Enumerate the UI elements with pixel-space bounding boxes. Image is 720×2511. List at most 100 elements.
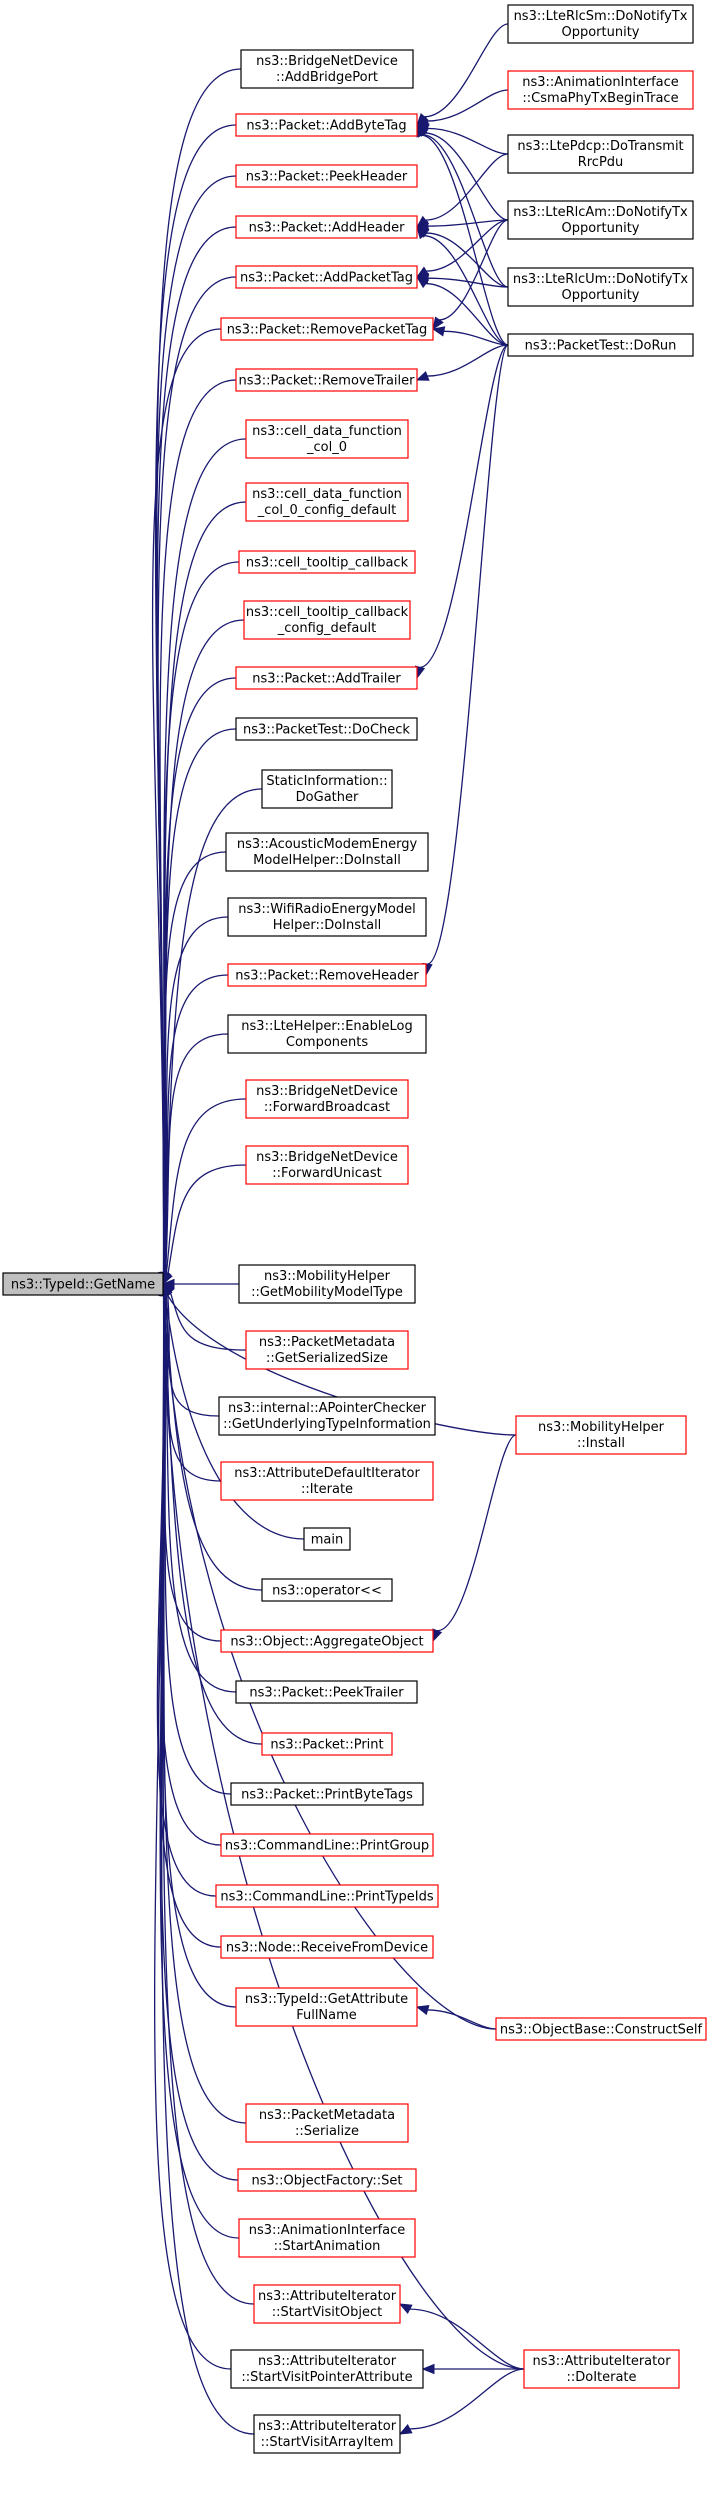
node-packet-metadata-size[interactable]: ns3::PacketMetadata::GetSerializedSize [245, 1330, 409, 1370]
node-box [237, 2168, 417, 2192]
call-edge [421, 134, 509, 346]
node-apointer-checker[interactable]: ns3::internal::APointerChecker::GetUnder… [218, 1396, 436, 1436]
node-packet-add-packet-tag[interactable]: ns3::Packet::AddPacketTag [235, 265, 418, 289]
node-label: ns3::LteHelper::EnableLog [241, 1019, 412, 1034]
node-attr-iter-visit-object[interactable]: ns3::AttributeIterator::StartVisitObject [253, 2284, 401, 2324]
call-edge [427, 344, 509, 965]
node-attr-iter-visit-array[interactable]: ns3::AttributeIterator::StartVisitArrayI… [253, 2414, 401, 2454]
node-label: ns3::AnimationInterface [522, 75, 679, 90]
call-edge [163, 1294, 237, 1693]
call-edge [163, 1294, 232, 1795]
node-acoustic-doinstall[interactable]: ns3::AcousticModemEnergyModelHelper::DoI… [225, 832, 429, 872]
node-anim-start[interactable]: ns3::AnimationInterface::StartAnimation [238, 2218, 416, 2258]
node-operator-lshift[interactable]: ns3::operator<< [261, 1578, 393, 1602]
node-label: ::StartVisitPointerAttribute [241, 2370, 412, 2385]
node-box [495, 2017, 707, 2041]
node-label: ns3::MobilityHelper [538, 1420, 665, 1435]
edge-arrowhead [431, 326, 446, 337]
node-label: ns3::AttributeIterator [532, 2354, 671, 2369]
node-anim-csma-phy[interactable]: ns3::AnimationInterface::CsmaPhyTxBeginT… [507, 70, 694, 110]
node-main[interactable]: main [303, 1527, 351, 1551]
node-label: ns3::AttributeDefaultIterator [234, 1466, 420, 1481]
node-cell-data-col0-config[interactable]: ns3::cell_data_function_col_0_config_def… [245, 482, 409, 522]
node-box [303, 1527, 351, 1551]
node-attr-default-iterate[interactable]: ns3::AttributeDefaultIterator::Iterate [220, 1461, 434, 1501]
node-bridge-add-port[interactable]: ns3::BridgeNetDevice::AddBridgePort [240, 49, 414, 89]
node-mobility-get-type[interactable]: ns3::MobilityHelper::GetMobilityModelTyp… [238, 1264, 416, 1304]
node-box [261, 1732, 393, 1756]
call-edge [427, 89, 509, 122]
call-edge [156, 226, 237, 1274]
node-object-aggregate[interactable]: ns3::Object::AggregateObject [220, 1629, 434, 1653]
node-cmdline-print-typeids[interactable]: ns3::CommandLine::PrintTypeIds [215, 1884, 439, 1908]
node-packet-add-byte-tag[interactable]: ns3::Packet::AddByteTag [235, 113, 418, 137]
node-label: ns3::AttributeIterator [258, 2354, 397, 2369]
node-packettest-docheck[interactable]: ns3::PacketTest::DoCheck [235, 717, 418, 741]
node-label: ns3::LtePdcp::DoTransmit [517, 139, 683, 154]
node-cell-tooltip[interactable]: ns3::cell_tooltip_callback [238, 550, 416, 574]
node-attr-iter-visit-pointer[interactable]: ns3::AttributeIterator::StartVisitPointe… [230, 2349, 424, 2389]
node-label: ::StartVisitObject [272, 2305, 383, 2320]
node-label: ::Iterate [301, 1482, 353, 1497]
node-box [238, 550, 416, 574]
call-edge [424, 132, 509, 221]
node-mobility-install[interactable]: ns3::MobilityHelper::Install [515, 1415, 687, 1455]
node-attr-iter-doiterate[interactable]: ns3::AttributeIterator::DoIterate [523, 2349, 680, 2389]
node-label: ns3::Packet::RemoveTrailer [239, 374, 416, 389]
node-box [235, 666, 418, 690]
node-label: ns3::BridgeNetDevice [256, 1150, 398, 1165]
node-packet-print-byte-tags[interactable]: ns3::Packet::PrintByteTags [230, 1782, 424, 1806]
node-objectbase-construct[interactable]: ns3::ObjectBase::ConstructSelf [495, 2017, 707, 2041]
node-packet-remove-packet-tag[interactable]: ns3::Packet::RemovePacketTag [220, 317, 434, 341]
node-bridge-fwd-broadcast[interactable]: ns3::BridgeNetDevice::ForwardBroadcast [245, 1079, 409, 1119]
node-label: _col_0_config_default [257, 503, 397, 518]
node-objectfactory-set[interactable]: ns3::ObjectFactory::Set [237, 2168, 417, 2192]
call-edge [437, 1434, 517, 1632]
node-box [238, 2218, 416, 2258]
node-node-receive[interactable]: ns3::Node::ReceiveFromDevice [220, 1935, 434, 1959]
call-edge [164, 1294, 305, 1540]
node-label: Opportunity [561, 25, 639, 40]
node-box [2, 1272, 164, 1296]
node-box [245, 482, 409, 522]
node-label: Components [286, 1035, 368, 1050]
node-cell-tooltip-config[interactable]: ns3::cell_tooltip_callback_config_defaul… [243, 600, 411, 640]
node-label: ns3::Object::AggregateObject [230, 1635, 423, 1650]
node-packet-metadata-serialize[interactable]: ns3::PacketMetadata::Serialize [245, 2103, 409, 2143]
node-packettest-dorun[interactable]: ns3::PacketTest::DoRun [507, 333, 694, 357]
edge-arrowhead [398, 2424, 413, 2435]
node-cell-data-col0[interactable]: ns3::cell_data_function_col_0 [245, 419, 409, 459]
node-box [230, 2349, 424, 2389]
node-box [243, 600, 411, 640]
node-static-info-dogather[interactable]: StaticInformation::DoGather [261, 769, 393, 809]
node-packet-peek-trailer[interactable]: ns3::Packet::PeekTrailer [235, 1680, 418, 1704]
call-edge [166, 1293, 220, 1417]
node-packet-add-header[interactable]: ns3::Packet::AddHeader [235, 215, 418, 239]
node-cmdline-print-group[interactable]: ns3::CommandLine::PrintGroup [220, 1833, 434, 1857]
node-packet-print[interactable]: ns3::Packet::Print [261, 1732, 393, 1756]
node-label: ns3::Packet::RemoveHeader [235, 969, 419, 984]
node-box [240, 49, 414, 89]
call-edge [159, 1294, 240, 2239]
call-edge [165, 1294, 222, 1482]
call-edge [427, 277, 509, 288]
node-label: ::Serialize [295, 2124, 359, 2139]
node-label: ns3::operator<< [272, 1584, 382, 1599]
call-edge [167, 1164, 247, 1275]
node-packet-peek-header[interactable]: ns3::Packet::PeekHeader [235, 164, 418, 188]
node-bridge-fwd-unicast[interactable]: ns3::BridgeNetDevice::ForwardUnicast [245, 1145, 409, 1185]
node-label: ns3::Packet::RemovePacketTag [227, 323, 428, 338]
node-root[interactable]: ns3::TypeId::GetName [2, 1272, 164, 1296]
node-box [245, 1330, 409, 1370]
node-wifi-radio-doinstall[interactable]: ns3::WifiRadioEnergyModelHelper::DoInsta… [227, 897, 427, 937]
node-label: StaticInformation:: [266, 774, 387, 789]
node-packet-add-trailer[interactable]: ns3::Packet::AddTrailer [235, 666, 418, 690]
node-packet-remove-trailer[interactable]: ns3::Packet::RemoveTrailer [235, 368, 418, 392]
node-packet-remove-header[interactable]: ns3::Packet::RemoveHeader [227, 963, 427, 987]
